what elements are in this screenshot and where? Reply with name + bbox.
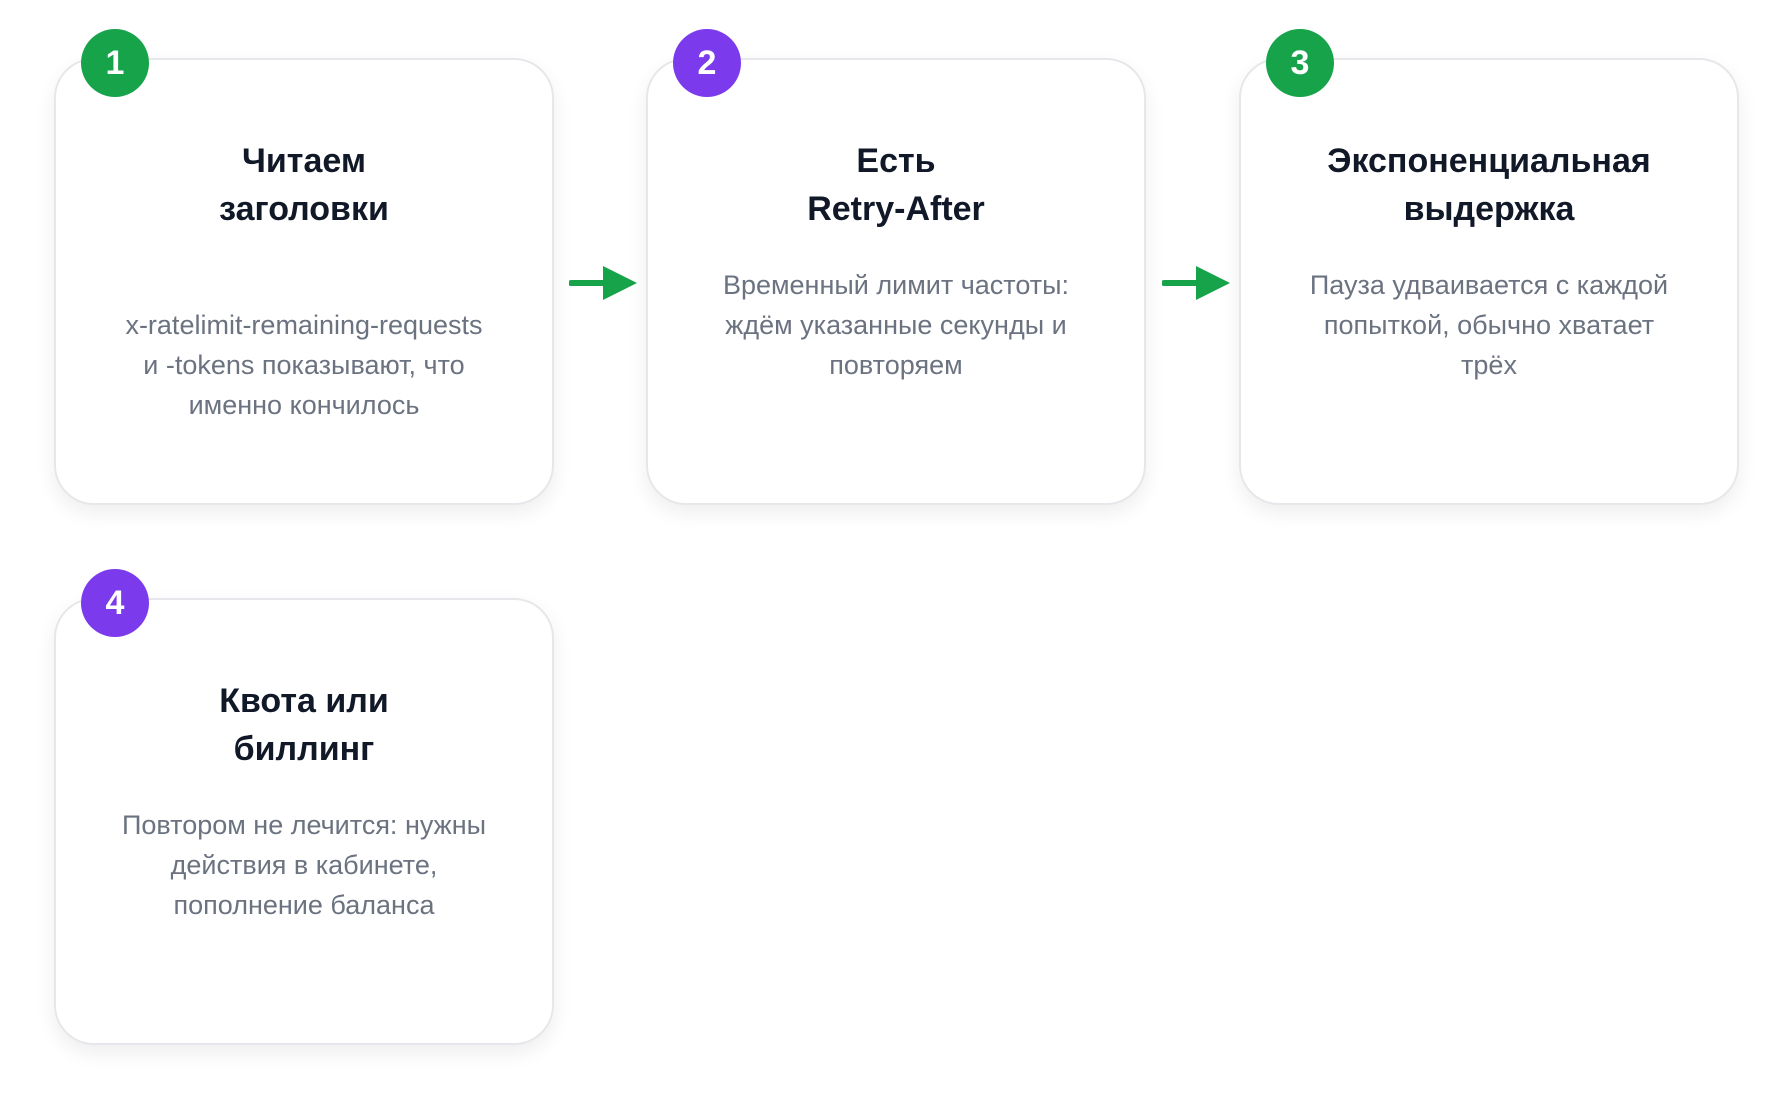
arrow-right-icon [569, 266, 637, 300]
step-description-line: действия в кабинете, [170, 850, 438, 880]
step-card-2: 2 Есть Retry-After Временный лимит часто… [646, 29, 1146, 505]
step-title-line: Квота или [219, 682, 389, 720]
step-title: Квота или биллинг [94, 677, 514, 773]
step-card-3: 3 Экспоненциальная выдержка Пауза удваив… [1239, 29, 1739, 505]
step-description-line: Временный лимит частоты: [722, 270, 1070, 300]
step-description-line: и -tokens показывают, что [143, 350, 465, 380]
step-title-line: Экспоненциальная [1327, 142, 1651, 180]
step-title-line: Retry-After [807, 190, 985, 228]
arrow-right-icon [1162, 266, 1230, 300]
step-description-line: пополнение баланса [173, 890, 435, 920]
step-title: Экспоненциальная выдержка [1279, 137, 1699, 233]
step-description: Временный лимит частоты: ждём указанные … [686, 265, 1106, 385]
step-description-line: повторяем [829, 350, 963, 380]
step-title-line: заголовки [219, 190, 389, 228]
step-title: Читаем заголовки [94, 137, 514, 233]
step-description-line: ждём указанные секунды и [725, 310, 1067, 340]
step-number-badge: 2 [673, 29, 741, 97]
step-title-line: выдержка [1403, 190, 1575, 228]
step-card-4: 4 Квота или биллинг Повтором не лечится:… [54, 569, 554, 1045]
step-card-1: 1 Читаем заголовки x-ratelimit-remaining… [54, 29, 554, 505]
step-description: Повтором не лечится: нужны действия в ка… [94, 805, 514, 925]
step-title: Есть Retry-After [686, 137, 1106, 233]
step-description-line: попыткой, обычно хватает [1323, 310, 1655, 340]
step-title-line: биллинг [233, 730, 375, 768]
step-description: Пауза удваивается с каждой попыткой, обы… [1279, 265, 1699, 385]
step-number-badge: 3 [1266, 29, 1334, 97]
step-number-badge: 1 [81, 29, 149, 97]
step-description: x-ratelimit-remaining-requests и -tokens… [94, 305, 514, 425]
step-description-line: x-ratelimit-remaining-requests [125, 310, 483, 340]
step-description-line: именно кончилось [188, 390, 420, 420]
step-description-line: Пауза удваивается с каждой [1309, 270, 1669, 300]
step-title-line: Читаем [242, 142, 366, 180]
step-description-line: трёх [1461, 350, 1517, 380]
step-description-line: Повтором не лечится: нужны [121, 810, 487, 840]
step-title-line: Есть [856, 142, 936, 180]
step-number-badge: 4 [81, 569, 149, 637]
